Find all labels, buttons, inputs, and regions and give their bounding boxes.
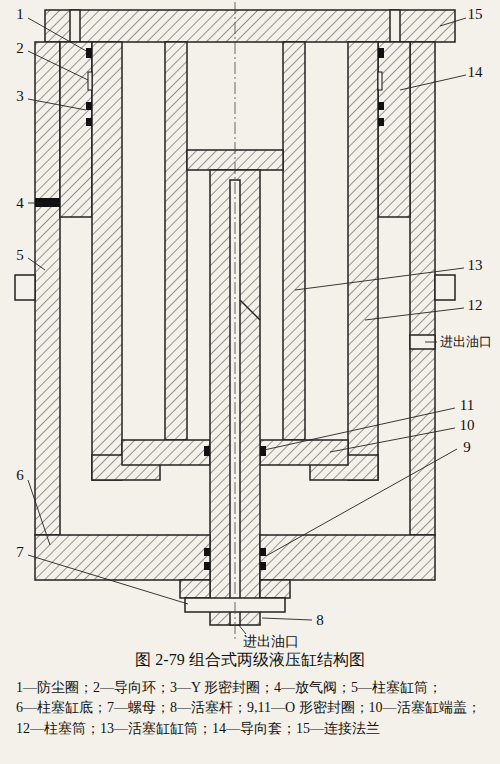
connecting-flange: [45, 10, 455, 42]
connecting-flange: [45, 10, 455, 42]
part-name: 6—柱塞缸底；: [16, 698, 107, 718]
leader-line: [28, 18, 88, 52]
part-name: 3—Y 形密封圈；: [170, 678, 274, 698]
seal: [378, 48, 384, 58]
part-name: 14—导向套；: [212, 719, 296, 739]
part-name: 15—连接法兰: [296, 719, 380, 739]
leader-line: [28, 555, 188, 604]
leader-line: [440, 18, 466, 26]
leader-line: [28, 203, 42, 204]
leader-line: [28, 18, 466, 634]
plunger-cylinder-tube: [35, 42, 60, 535]
leader-line: [400, 75, 466, 90]
seal: [204, 446, 210, 456]
leader-line: [365, 308, 464, 320]
plunger-cylinder-tube: [410, 42, 435, 535]
callout-number: 5: [15, 247, 25, 264]
seal: [86, 118, 92, 126]
leader-line: [238, 624, 246, 634]
callout-number: 2: [15, 40, 25, 57]
seal: [378, 102, 384, 110]
callout-number: 14: [467, 64, 484, 81]
piston-cylinder-end-cap: [122, 440, 210, 465]
plunger-barrel: [348, 42, 378, 480]
leader-line: [28, 258, 45, 270]
callout-number: 12: [467, 297, 484, 314]
seal: [260, 446, 266, 456]
callout-number: 9: [462, 439, 472, 456]
seal: [88, 72, 92, 90]
part-name: 13—活塞缸缸筒；: [100, 719, 212, 739]
seal: [35, 48, 384, 570]
leader-line: [266, 449, 457, 556]
seal: [378, 72, 382, 90]
callout-number: 3: [15, 88, 25, 105]
seal: [86, 48, 92, 58]
callout-number: 11: [459, 397, 475, 414]
leader-line: [28, 99, 86, 110]
callout-number: 13: [467, 257, 484, 274]
leader-line: [262, 618, 312, 620]
seal: [204, 548, 210, 556]
leader-line: [295, 268, 464, 290]
leader-line: [28, 51, 88, 80]
part-name: 8—活塞杆；: [170, 698, 247, 718]
seal: [378, 118, 384, 126]
callout-number: 7: [15, 544, 25, 561]
callout-number: 15: [467, 6, 484, 23]
plunger-cylinder-bottom: [180, 580, 210, 598]
part-name: 4—放气阀；: [274, 678, 351, 698]
plunger-cylinder-bottom: [260, 535, 435, 580]
parts-list: 1—防尘圈；2—导向环；3—Y 形密封圈；4—放气阀；5—柱塞缸筒； 6—柱塞缸底…: [16, 678, 488, 739]
piston-cylinder-barrel: [165, 42, 187, 440]
port-label: 进出油口: [439, 335, 493, 349]
seal: [260, 548, 266, 556]
leader-line: [330, 428, 455, 452]
leader-line: [28, 480, 50, 545]
centre-line: [235, 2, 236, 640]
callout-number: 10: [459, 417, 476, 434]
callout-number: 8: [315, 612, 325, 629]
air-bleed-valve: [35, 198, 60, 207]
guide-sleeve: [378, 42, 410, 217]
plunger-barrel: [92, 42, 122, 480]
part-name: 1—防尘圈；: [16, 678, 93, 698]
piston-cylinder-barrel: [283, 42, 305, 440]
mounting-lug: [435, 275, 455, 300]
leader-line: [425, 342, 437, 343]
part-name: 10—活塞缸端盖；: [369, 698, 481, 718]
part-name: 2—导向环；: [93, 678, 170, 698]
figure-caption: 图 2-79 组合式两级液压缸结构图: [0, 650, 500, 671]
part-name: 5—柱塞缸筒；: [351, 678, 442, 698]
guide-sleeve: [60, 42, 92, 217]
connecting-flange: [70, 10, 80, 42]
piston-cylinder-end-cap: [260, 440, 348, 465]
plunger-cylinder-bottom: [260, 580, 290, 598]
piston-rod: [240, 300, 260, 320]
mounting-lug: [15, 275, 35, 300]
callout-number: 6: [15, 467, 25, 484]
callout-number: 1: [15, 6, 25, 23]
seal: [260, 562, 266, 570]
part-name: 9,11—O 形密封圈；: [247, 698, 369, 718]
callout-number: 4: [15, 195, 25, 212]
port-label: 进出油口: [242, 634, 300, 649]
part-name: 7—螺母；: [107, 698, 170, 718]
seal: [204, 562, 210, 570]
connecting-flange: [390, 10, 400, 42]
part-name: 12—柱塞筒；: [16, 719, 100, 739]
plunger-cylinder-bottom: [35, 535, 210, 580]
leader-line: [264, 408, 455, 450]
seal: [86, 102, 92, 110]
